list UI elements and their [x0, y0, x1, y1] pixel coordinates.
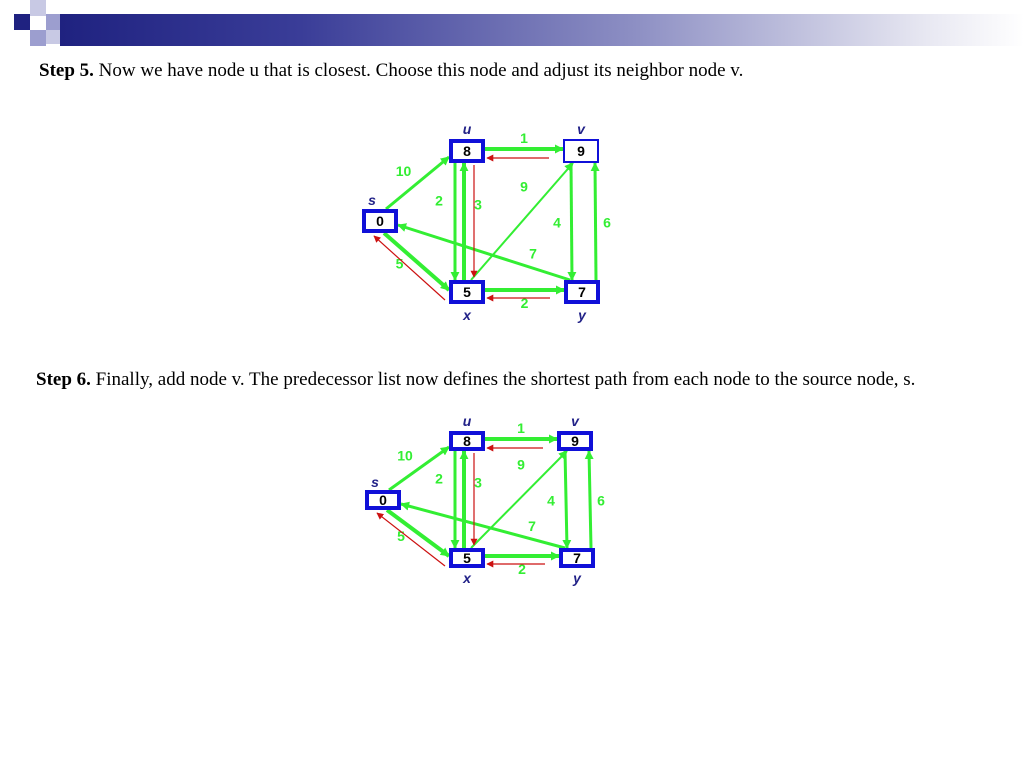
- step5-edge-weight-y-v: 6: [603, 215, 611, 231]
- step6-node-u-box: [449, 431, 485, 451]
- header-gradient-bar: [60, 14, 1024, 46]
- step5-edge-s-x: [382, 231, 451, 292]
- step5-edge-v-y: [567, 162, 577, 281]
- step6-node-y-label: y: [572, 570, 582, 586]
- step5-edge-weight-v-y: 4: [553, 215, 561, 231]
- step5-title: Step 5.: [39, 60, 94, 81]
- step5-node-v-box: [563, 139, 599, 163]
- step6-edge-weight-y-s: 7: [528, 518, 536, 534]
- step5-graph-diagram: 10 5 1 2 3 9 4 6 7 2 8 u 9 v 0s 5 x 7 y: [362, 121, 611, 323]
- step5-node-y-label: y: [577, 307, 587, 323]
- step5-node-x-box: [449, 280, 485, 304]
- step6-edge-weight-x-v: 9: [517, 457, 525, 473]
- step5-edge-weight-u-x: 2: [435, 193, 443, 209]
- step6-edge-weight-x-u: 3: [474, 475, 482, 491]
- step6-edge-weight-y-v: 6: [597, 493, 605, 509]
- step6-pred-x-s: [376, 512, 446, 567]
- step5-predecessor-arrows: [373, 154, 550, 302]
- step5-edge-s-u: [385, 155, 450, 211]
- step5-node-x-label: x: [462, 307, 472, 323]
- step6-node-x-box: [449, 548, 485, 568]
- step6-node-v-label: v: [571, 413, 580, 429]
- step5-edge-weight-x-u: 3: [474, 197, 482, 213]
- header-square-dark: [14, 14, 30, 30]
- step5-node-s-box: [362, 209, 398, 233]
- step6-edge-weight-s-x: 5: [397, 528, 405, 544]
- step5-edge-weight-s-u: 10: [396, 163, 412, 179]
- step5-paragraph: Step 5. Now we have node u that is close…: [39, 57, 999, 85]
- step5-edge-weight-u-v: 1: [520, 130, 528, 146]
- step6-node-s-label: s: [371, 474, 379, 490]
- step5-edges: 10 5 1 2 3 9 4 6 7 2: [382, 130, 611, 311]
- step5-pred-x-s: [373, 235, 446, 301]
- step5-node-s-label: s: [368, 192, 376, 208]
- step5-node-x-value: 5: [463, 284, 471, 300]
- step6-edge-weight-v-y: 4: [547, 493, 555, 509]
- step6-edge-weight-s-u: 10: [397, 448, 413, 464]
- header-square-light: [30, 0, 46, 16]
- step6-edge-v-y: [562, 450, 572, 549]
- step5-node-s-value: 0: [376, 213, 384, 229]
- step6-edge-x-v: [470, 450, 568, 549]
- step6-node-u-label: u: [463, 413, 472, 429]
- step5-node-v-value: 9: [577, 143, 585, 159]
- step5-edge-weight-s-x: 5: [396, 256, 404, 272]
- step6-edge-y-s: [400, 501, 566, 550]
- step6-predecessor-arrows: [376, 444, 545, 568]
- step5-node-v-label: v: [577, 121, 586, 137]
- step5-edge-y-v: [590, 162, 600, 281]
- step6-node-x-label: x: [462, 570, 472, 586]
- step5-edge-y-s: [397, 223, 571, 282]
- step6-edge-s-x: [385, 508, 451, 558]
- header-square-light: [30, 30, 46, 46]
- step6-edge-weight-u-x: 2: [435, 471, 443, 487]
- step5-edge-weight-x-v: 9: [520, 179, 528, 195]
- step5-edge-weight-y-s: 7: [529, 246, 537, 262]
- step5-node-y-box: [564, 280, 600, 304]
- step5-node-u-label: u: [463, 121, 472, 137]
- step6-edge-y-v: [584, 450, 594, 549]
- step6-node-s-box: [365, 490, 401, 510]
- step5-edge-weight-x-y: 2: [521, 295, 529, 311]
- step5-edge-x-v: [470, 162, 574, 281]
- step6-node-x-value: 5: [463, 550, 471, 566]
- step5-node-u-box: [449, 139, 485, 163]
- step5-text: Now we have node u that is closest. Choo…: [93, 60, 744, 81]
- step6-node-s-value: 0: [379, 492, 387, 508]
- step6-node-v-value: 9: [571, 433, 579, 449]
- step6-edge-weight-u-v: 1: [517, 420, 525, 436]
- step6-edge-s-u: [388, 445, 450, 492]
- step6-node-v-box: [557, 431, 593, 451]
- step5-nodes: 8 u 9 v 0s 5 x 7 y: [362, 121, 600, 323]
- step5-node-u-value: 8: [463, 143, 471, 159]
- step6-graph-diagram: 10 5 1 2 3 9 4 6 7 2 8 u 9 v 0s 5 x 7 y: [365, 413, 605, 586]
- step6-title: Step 6.: [36, 369, 91, 390]
- step6-paragraph: Step 6. Finally, add node v. The predece…: [36, 366, 996, 394]
- step6-edge-weight-x-y: 2: [518, 561, 526, 577]
- step6-text: Finally, add node v. The predecessor lis…: [90, 369, 916, 390]
- header-square-light: [46, 14, 60, 30]
- step6-node-y-box: [559, 548, 595, 568]
- header-square-pale: [46, 30, 60, 44]
- step6-edges: 10 5 1 2 3 9 4 6 7 2: [385, 420, 605, 577]
- step5-node-y-value: 7: [578, 284, 586, 300]
- step6-node-y-value: 7: [573, 550, 581, 566]
- step6-node-u-value: 8: [463, 433, 471, 449]
- step6-nodes: 8 u 9 v 0s 5 x 7 y: [365, 413, 595, 586]
